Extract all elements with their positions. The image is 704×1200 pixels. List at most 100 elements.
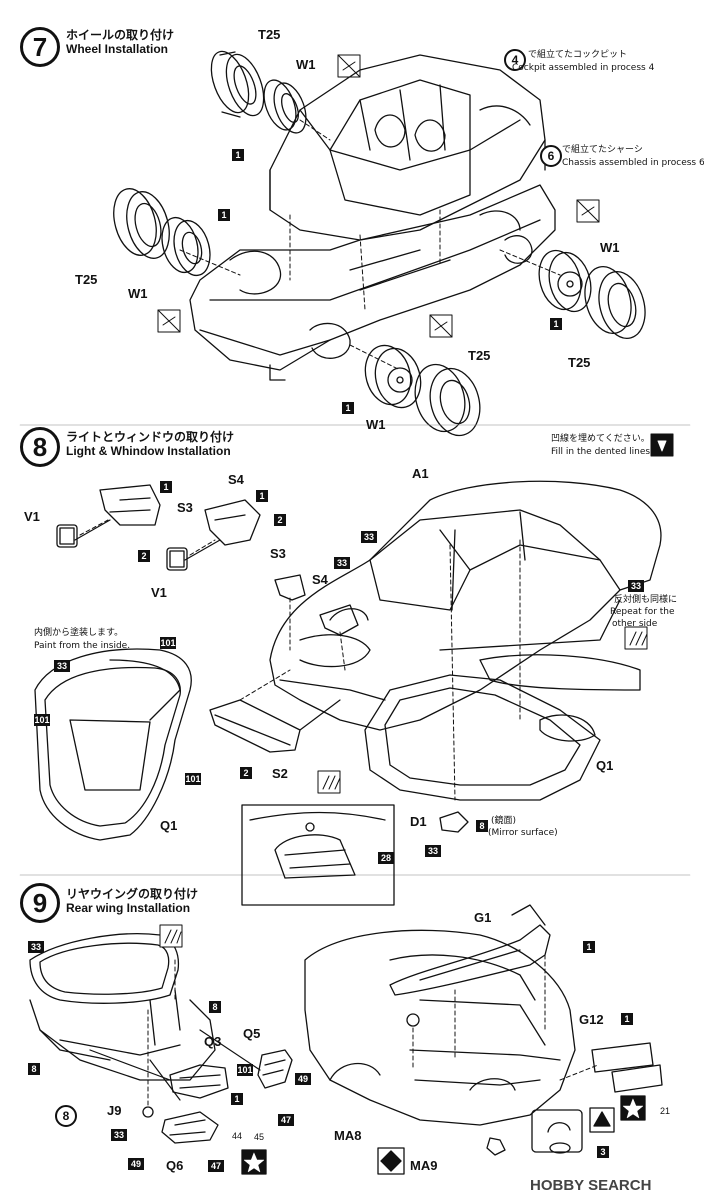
part-label: S2 [272, 766, 288, 781]
part-label: T25 [468, 348, 491, 363]
paint-code-badge: 33 [361, 531, 377, 543]
step8-mirror-d1 [439, 811, 469, 833]
part-label: S4 [228, 472, 244, 487]
step7-tire-top [210, 50, 265, 118]
step9-ma9-part [486, 1109, 583, 1156]
part-label: T25 [568, 355, 591, 370]
step7-chassis [189, 184, 556, 381]
part-label: W1 [128, 286, 148, 301]
process-ref-4: 4 [504, 49, 526, 71]
step7-tire-right [584, 266, 646, 339]
diamond-mark-icon [377, 1107, 615, 1175]
step8-headlight-s3-s4 [99, 484, 359, 636]
step9-rear-body [29, 989, 216, 1081]
step8-v1-lights [56, 524, 188, 571]
paint-code-badge: 8 [476, 820, 488, 832]
part-number: 45 [254, 1132, 265, 1142]
part-count-badge: 1 [160, 481, 172, 493]
part-label: A1 [412, 466, 429, 481]
paint-code-badge: 33 [28, 941, 44, 953]
part-label: V1 [24, 509, 40, 524]
paint-code-badge: 101 [185, 773, 201, 785]
paint-code-badge: 33 [334, 557, 350, 569]
mirror-note-en: (Mirror surface) [488, 828, 558, 838]
process-ref-6: 6 [540, 145, 562, 167]
paint-code-badge: 8 [209, 1001, 221, 1013]
part-count-badge: 1 [583, 941, 595, 953]
step-number-7: 7 [20, 27, 60, 67]
star-mark-icon [241, 1095, 646, 1175]
paint-code-badge: 49 [295, 1073, 311, 1085]
part-count-badge: 1 [256, 490, 268, 502]
part-label: S4 [312, 572, 328, 587]
step9-rear-window [29, 933, 180, 1004]
step8-side-window [479, 654, 641, 742]
part-count-badge: 2 [274, 514, 286, 526]
step7-wheel-left [161, 216, 211, 277]
part-label: S3 [270, 546, 286, 561]
step9-car-body [304, 929, 576, 1126]
step7-wheel-top [263, 79, 307, 134]
step7-wheel-bottom [364, 344, 422, 409]
inside-note-jp: 内側から塗装します。 [34, 628, 124, 638]
step8-body [269, 480, 662, 731]
part-label: Q6 [166, 1158, 184, 1173]
part-label: Q1 [160, 818, 178, 833]
repeat-note-en-1: Repeat for the [610, 607, 675, 617]
step-title-jp-9: リヤウイングの取り付け [66, 887, 199, 901]
part-label: T25 [258, 27, 281, 42]
chassis-note-jp: で組立てたシャーシ [562, 145, 643, 155]
part-label: Q5 [243, 1026, 261, 1041]
step7-tire-bottom [414, 363, 481, 437]
part-count-badge: 1 [231, 1093, 243, 1105]
part-label: W1 [296, 57, 316, 72]
step-title-en-7: Wheel Installation [66, 42, 169, 56]
watermark-logo: HOBBY SEARCH [530, 1177, 652, 1194]
step-number-9: 9 [20, 883, 60, 923]
part-count-badge: 1 [218, 209, 230, 221]
part-label: MA8 [334, 1128, 362, 1143]
step7-wheel-right [538, 249, 592, 313]
paint-icon [159, 433, 674, 948]
part-count-badge: 1 [342, 402, 354, 414]
paint-code-badge: 33 [111, 1129, 127, 1141]
part-count-badge: 1 [621, 1013, 633, 1025]
step8-bumper-part-2 [209, 699, 301, 753]
paint-code-badge: 101 [237, 1064, 253, 1076]
part-count-badge: 1 [232, 149, 244, 161]
repeat-note-jp: 反対側も同様に [614, 595, 678, 605]
step-title-en-9: Rear wing Installation [66, 901, 191, 915]
part-label: J9 [107, 1103, 122, 1118]
step9-wing-g1 [389, 904, 551, 996]
cockpit-note-en: Cockpit assembled in process 4 [512, 63, 655, 73]
step-title-jp-8: ライトとウィンドウの取り付け [66, 430, 235, 444]
paint-code-badge: 33 [628, 580, 644, 592]
part-count-badge: 2 [138, 550, 150, 562]
part-label: G1 [474, 910, 492, 925]
step9-tail-lights [142, 1049, 293, 1144]
paint-code-badge: 33 [54, 660, 70, 672]
part-label: V1 [151, 585, 167, 600]
paint-code-badge: 47 [208, 1160, 224, 1172]
part-count-badge: 3 [597, 1146, 609, 1158]
part-label: W1 [366, 417, 386, 432]
part-label: G12 [579, 1012, 604, 1027]
step-title-jp-7: ホイールの取り付け [66, 28, 175, 42]
paint-code-badge: 8 [28, 1063, 40, 1075]
part-number: 21 [660, 1106, 671, 1116]
paint-code-badge: 101 [34, 714, 50, 726]
part-label: Q3 [204, 1034, 222, 1049]
inside-note-en: Paint from the inside. [34, 641, 131, 651]
mirror-note-jp: (鏡面) [491, 816, 517, 826]
part-label: MA9 [410, 1158, 438, 1173]
part-count-badge: 2 [240, 767, 252, 779]
part-label: Q1 [596, 758, 614, 773]
repeat-note-en-2: other side [612, 619, 658, 629]
part-number: 44 [232, 1131, 243, 1141]
paint-code-badge: 47 [278, 1114, 294, 1126]
part-label: W1 [600, 240, 620, 255]
step7-tire-left [113, 188, 170, 259]
paint-code-badge: 101 [160, 637, 176, 649]
chassis-note-en: Chassis assembled in process 6 [562, 158, 704, 168]
